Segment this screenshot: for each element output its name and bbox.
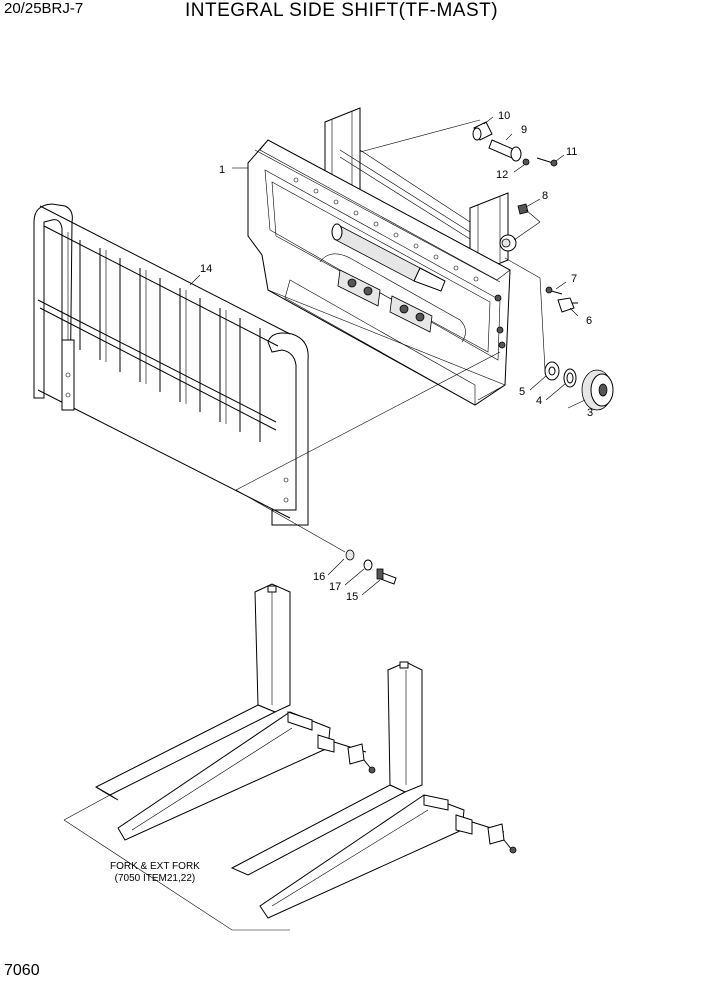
page-number: 7060: [4, 962, 40, 979]
callout-11: 11: [566, 146, 577, 158]
load-backrest: [33, 203, 309, 526]
callout-labels: 1 3 4 5 6 7 8 9 10 11 12 14 15 16 17: [200, 110, 593, 603]
page-title: INTEGRAL SIDE SHIFT(TF-MAST): [185, 0, 499, 21]
callout-6: 6: [586, 315, 592, 327]
callout-17: 17: [329, 581, 341, 593]
callout-4: 4: [536, 395, 542, 407]
callout-16: 16: [313, 571, 325, 583]
callout-7: 7: [571, 273, 577, 285]
backrest-fasteners: [345, 549, 397, 585]
callout-3: 3: [587, 407, 593, 419]
callout-5: 5: [519, 386, 525, 398]
leader-lines: [189, 116, 586, 596]
fork-note-line2: (7050 ITEM21,22): [114, 873, 196, 884]
shift-pads: [319, 253, 466, 343]
callout-1: 1: [219, 164, 225, 176]
fork-reference-note: FORK & EXT FORK (7050 ITEM21,22): [110, 861, 200, 885]
roller-parts: [472, 121, 614, 411]
callout-10: 10: [498, 110, 510, 122]
side-shift-cylinder: [331, 223, 446, 292]
callout-14: 14: [200, 263, 212, 275]
backrest-bars: [61, 230, 261, 442]
callout-9: 9: [521, 124, 527, 136]
forks: [63, 583, 517, 931]
callout-12: 12: [496, 169, 508, 181]
carriage-frame: [247, 139, 511, 406]
fork-note-line1: FORK & EXT FORK: [110, 861, 200, 872]
callout-8: 8: [542, 190, 548, 202]
callout-15: 15: [346, 591, 358, 603]
model-code: 20/25BRJ-7: [4, 0, 84, 17]
carriage-bolt-holes: [293, 177, 479, 282]
